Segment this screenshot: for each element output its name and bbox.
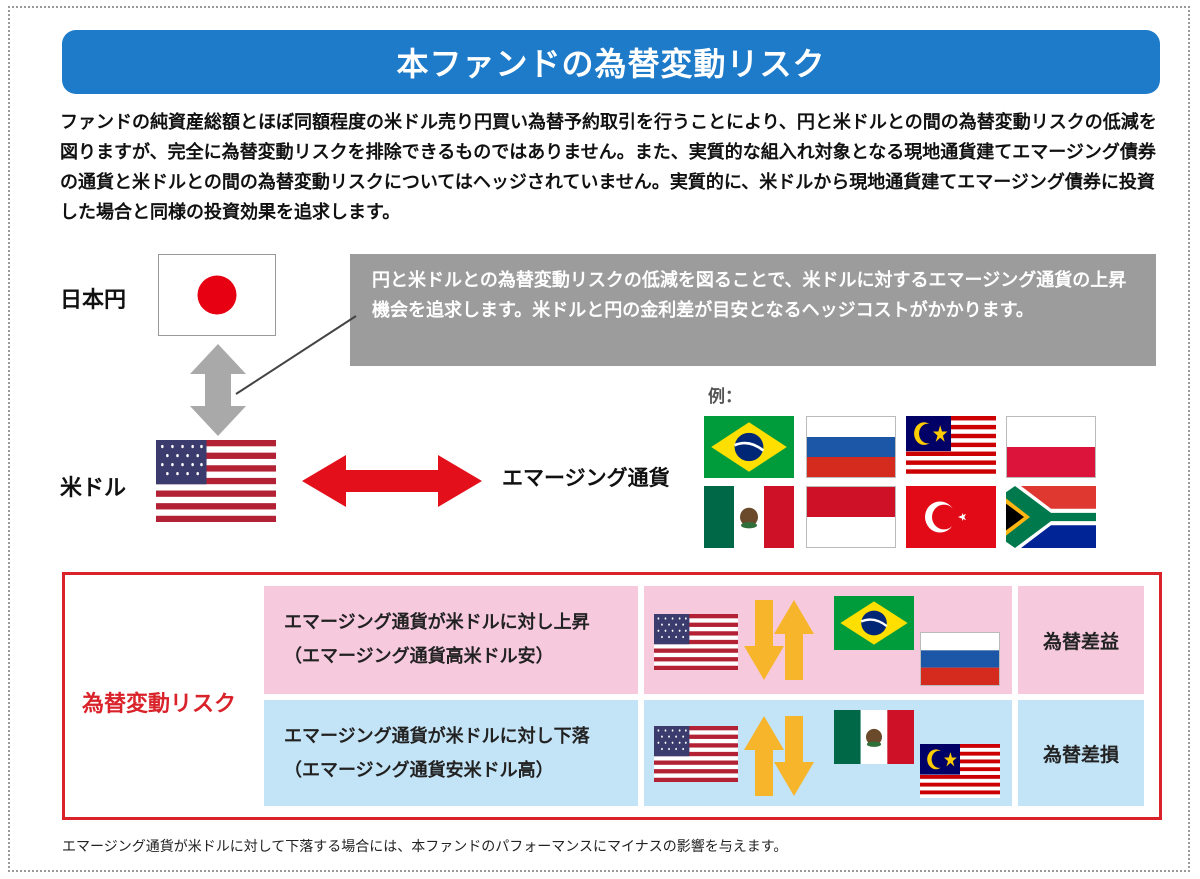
row-rise-line1: エマージング通貨が米ドルに対し上昇: [284, 612, 590, 633]
japan-flag-icon: [158, 254, 276, 336]
row-fall-line2: （エマージング通貨安米ドル高）: [284, 760, 554, 781]
russia-flag-icon: [806, 416, 896, 478]
row-rise-line2: （エマージング通貨高米ドル安）: [284, 646, 554, 667]
arrow-up-icon: [774, 600, 814, 680]
lead-paragraph: ファンドの純資産総額とほぼ同額程度の米ドル売り円買い為替予約取引を行うことにより…: [60, 112, 1157, 223]
russia-flag-icon: [920, 632, 1000, 686]
double-arrow-vertical-icon: [190, 344, 246, 436]
arrow-down-icon: [774, 716, 814, 796]
emerging-currency-label: エマージング通貨: [502, 466, 670, 490]
row-fall-description: エマージング通貨が米ドルに対し下落 （エマージング通貨安米ドル高）: [264, 700, 638, 806]
jpy-label: 日本円: [60, 288, 127, 313]
fx-risk-table: [62, 572, 1162, 820]
row-rise-result: 為替差益: [1018, 586, 1144, 694]
row-rise-description: エマージング通貨が米ドルに対し上昇 （エマージング通貨高米ドル安）: [264, 586, 638, 694]
arrow-up-icon: [744, 716, 784, 796]
usd-label: 米ドル: [60, 476, 127, 501]
double-arrow-horizontal-icon: [302, 455, 482, 507]
page-title: 本ファンドの為替変動リスク: [62, 30, 1160, 94]
fx-risk-label: 為替変動リスク: [82, 692, 237, 717]
example-label: 例：: [708, 387, 742, 407]
row-fall-result: 為替差損: [1018, 700, 1144, 806]
row-fall-line1: エマージング通貨が米ドルに対し下落: [284, 726, 590, 747]
indonesia-flag-icon: [806, 486, 896, 548]
poland-flag-icon: [1006, 416, 1096, 478]
dotted-frame: [8, 6, 1190, 872]
arrow-down-icon: [744, 600, 784, 680]
footnote: エマージング通貨が米ドルに対して下落する場合には、本ファンドのパフォーマンスにマ…: [62, 839, 788, 855]
callout-pointer-line: [235, 315, 357, 395]
callout-box: 円と米ドルとの為替変動リスクの低減を図ることで、米ドルに対するエマージング通貨の…: [350, 254, 1156, 366]
